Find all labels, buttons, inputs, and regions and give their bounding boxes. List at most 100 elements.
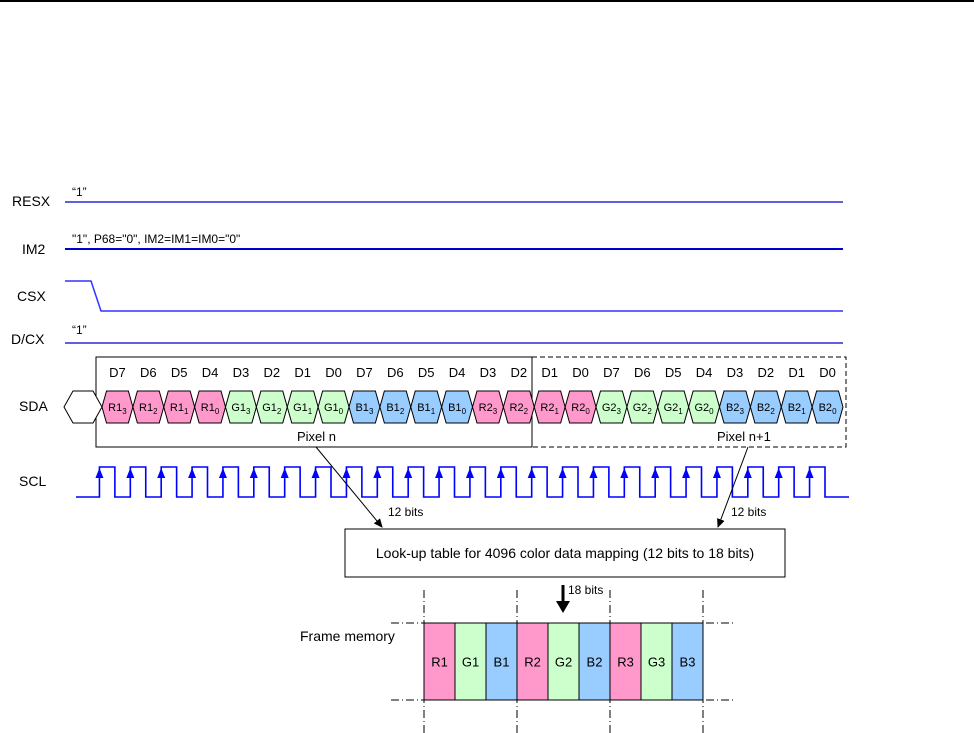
frame-memory-cell-label: G2 (555, 655, 572, 670)
sda-bit-cell-label: G12 (262, 402, 282, 416)
scl-rising-edge-arrow (620, 468, 629, 478)
scl-rising-edge-arrow (188, 468, 197, 478)
scl-rising-edge-arrow (651, 468, 660, 478)
bit-index-label: D0 (572, 365, 589, 380)
sda-bit-cell-label: B22 (757, 402, 775, 416)
frame-memory-cell (454, 622, 487, 701)
scl-rising-edge-arrow (558, 468, 567, 478)
scl-rising-edge-arrow (465, 468, 474, 478)
im2-label: IM2 (22, 241, 46, 257)
sda-bit-cell-label: R20 (571, 402, 590, 416)
frame-memory-cell-label: B1 (494, 655, 510, 670)
scl-rising-edge-arrow (774, 468, 783, 478)
top-rule (0, 0, 974, 2)
bit-index-label: D3 (233, 365, 250, 380)
frame-memory-cell (547, 622, 580, 701)
sda-bit-cell-label: R11 (170, 402, 189, 416)
dcx-label: D/CX (11, 331, 45, 347)
sda-label: SDA (19, 398, 48, 414)
sda-bit-cell-label: R22 (510, 402, 529, 416)
scl-rising-edge-arrow (280, 468, 289, 478)
scl-rising-edge-arrow (404, 468, 413, 478)
bit-index-label: D0 (325, 365, 342, 380)
pixel-n1-arrow (717, 446, 749, 528)
right-12-bits-label: 12 bits (731, 505, 766, 519)
bit-index-label: D2 (511, 365, 528, 380)
scl-rising-edge-arrow (311, 468, 320, 478)
sda-bit-cell-label: G22 (633, 402, 653, 416)
frame-memory-cell-label: G1 (462, 655, 479, 670)
scl-rising-edge-arrow (743, 468, 752, 478)
scl-rising-edge-arrow (157, 468, 166, 478)
sda-bit-cell-label: R23 (479, 402, 498, 416)
scl-waveform (76, 466, 849, 498)
frame-memory-cell-label: G3 (648, 655, 665, 670)
scl-rising-edge-arrow (527, 468, 536, 478)
sda-bit-cell-label: G13 (231, 402, 251, 416)
scl-rising-edge-arrow (805, 468, 814, 478)
frame-memory-cell-label: B3 (680, 655, 696, 670)
csx-waveform (65, 280, 843, 312)
sda-bit-cell-label: G21 (664, 402, 684, 416)
bit-index-label: D6 (387, 365, 404, 380)
bit-index-label: D4 (449, 365, 466, 380)
resx-label: RESX (12, 193, 51, 209)
sda-bit-cell-label: B20 (819, 402, 837, 416)
csx-label: CSX (17, 288, 46, 304)
sda-bit-cell-label: G20 (694, 402, 714, 416)
frame-memory-cell (516, 622, 549, 701)
scl-rising-edge-arrow (589, 468, 598, 478)
scl-rising-edge-arrow (342, 468, 351, 478)
scl-rising-edge-arrow (95, 468, 104, 478)
sda-bit-cell-label: G11 (293, 402, 313, 416)
bit-index-label: D1 (294, 365, 311, 380)
frame-memory-cell (640, 622, 673, 701)
sda-bit-cell-label: B10 (448, 402, 466, 416)
sda-bit-cell-label: G23 (602, 402, 622, 416)
scl-rising-edge-arrow (126, 468, 135, 478)
scl-rising-edge-arrow (435, 468, 444, 478)
scl-label: SCL (19, 473, 46, 489)
sda-bit-cell-label: R21 (540, 402, 559, 416)
bit-index-label: D4 (202, 365, 219, 380)
sda-bit-cell-label: G10 (324, 402, 344, 416)
frame-memory-label: Frame memory (300, 628, 395, 644)
scl-clock-line (76, 466, 849, 498)
sda-bit-cell (811, 390, 844, 424)
down-arrow-head (556, 601, 570, 613)
scl-rising-edge-arrow (373, 468, 382, 478)
bit-index-label: D7 (356, 365, 373, 380)
lut-box (344, 528, 786, 578)
sda-bit-cell-label: B11 (417, 402, 435, 416)
bit-index-label: D4 (696, 365, 713, 380)
resx-level-note: “1” (72, 185, 87, 199)
bit-index-label: D6 (140, 365, 157, 380)
sda-bit-cell-label: B12 (386, 402, 404, 416)
bit-index-label: D7 (603, 365, 620, 380)
scl-rising-edge-arrow (496, 468, 505, 478)
frame-memory-cell (578, 622, 611, 701)
bit-index-label: D7 (109, 365, 126, 380)
sda-bit-cell-label: B13 (355, 402, 373, 416)
down-18-bits-label: 18 bits (568, 583, 603, 597)
sda-bit-cell-label: B23 (726, 402, 744, 416)
scl-rising-edge-arrow (712, 468, 721, 478)
bit-index-label: D2 (264, 365, 281, 380)
left-12-bits-label: 12 bits (388, 505, 423, 519)
sda-bit-cell-label: R12 (139, 402, 158, 416)
bit-index-label: D3 (727, 365, 744, 380)
pixel-n-label: Pixel n (297, 429, 336, 444)
bit-index-label: D3 (480, 365, 497, 380)
sda-bit-cell-label: R13 (108, 402, 127, 416)
dcx-level-note: “1” (72, 323, 87, 337)
bit-index-label: D5 (171, 365, 188, 380)
frame-memory-cell-label: R3 (617, 655, 634, 670)
lut-label: Look-up table for 4096 color data mappin… (376, 545, 754, 561)
frame-memory-cell-label: B2 (587, 655, 603, 670)
bit-index-label: D0 (819, 365, 836, 380)
bit-index-label: D1 (788, 365, 805, 380)
bit-index-label: D5 (418, 365, 435, 380)
